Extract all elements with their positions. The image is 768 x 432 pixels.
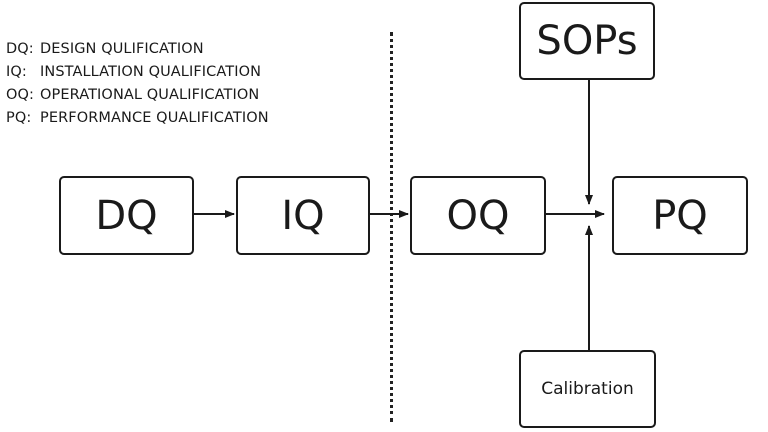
legend-text: INSTALLATION QUALIFICATION bbox=[40, 64, 262, 80]
legend-row-dq: DQ: DESIGN QULIFICATION bbox=[6, 38, 269, 61]
sops-label: SOPs bbox=[536, 18, 638, 64]
legend-row-pq: PQ: PERFORMANCE QUALIFICATION bbox=[6, 107, 269, 130]
pq-label: PQ bbox=[652, 192, 708, 239]
calibration-box: Calibration bbox=[519, 350, 656, 428]
dq-box: DQ bbox=[59, 176, 194, 255]
sops-box: SOPs bbox=[519, 2, 655, 80]
pq-box: PQ bbox=[612, 176, 748, 255]
dq-label: DQ bbox=[95, 192, 158, 239]
iq-label: IQ bbox=[281, 192, 325, 239]
oq-box: OQ bbox=[410, 176, 546, 255]
legend-text: OPERATIONAL QUALIFICATION bbox=[40, 87, 260, 103]
legend-text: PERFORMANCE QUALIFICATION bbox=[40, 110, 269, 126]
legend-row-oq: OQ: OPERATIONAL QUALIFICATION bbox=[6, 84, 269, 107]
legend: DQ: DESIGN QULIFICATION IQ: INSTALLATION… bbox=[6, 38, 269, 130]
dotted-divider bbox=[390, 32, 393, 422]
legend-abbr: PQ: bbox=[6, 110, 32, 126]
oq-label: OQ bbox=[446, 192, 510, 239]
legend-abbr: DQ: bbox=[6, 41, 34, 57]
iq-box: IQ bbox=[236, 176, 370, 255]
calibration-label: Calibration bbox=[541, 379, 634, 399]
legend-text: DESIGN QULIFICATION bbox=[40, 41, 204, 57]
legend-row-iq: IQ: INSTALLATION QUALIFICATION bbox=[6, 61, 269, 84]
legend-abbr: IQ: bbox=[6, 64, 27, 80]
legend-abbr: OQ: bbox=[6, 87, 35, 103]
